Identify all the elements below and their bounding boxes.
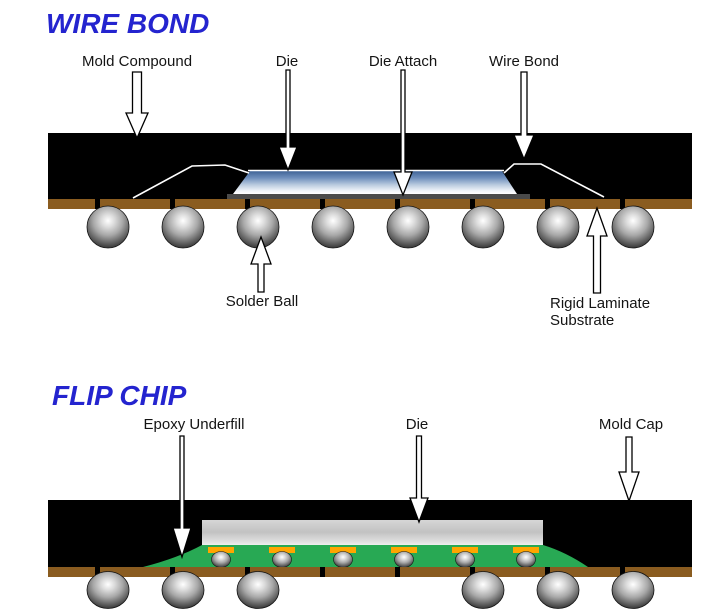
label-die-flipchip: Die	[405, 416, 429, 433]
bump-pad	[208, 547, 234, 553]
callout-arrows	[125, 69, 640, 560]
solder-ball	[536, 205, 580, 249]
epoxy-underfill-arrow	[172, 435, 192, 560]
wire-bond-arrow	[513, 71, 535, 161]
die-attach-arrow	[393, 69, 413, 197]
solder-bumps	[211, 551, 536, 568]
solder-ball	[536, 571, 580, 609]
label-epoxy-underfill: Epoxy Underfill	[143, 416, 245, 433]
die-arrow-flipchip	[409, 435, 429, 524]
solder-ball	[161, 205, 205, 249]
bump-pad	[330, 547, 356, 553]
flip-chip-title: FLIP CHIP	[52, 380, 187, 411]
solder-ball-arrow	[250, 235, 272, 293]
label-mold-compound: Mold Compound	[81, 53, 193, 70]
mold-compound-arrow	[125, 71, 149, 140]
die-shape-wirebond	[233, 171, 517, 194]
bump-pad	[513, 547, 539, 553]
bump-pad	[391, 547, 417, 553]
substrate-shape-wirebond	[48, 199, 692, 209]
solder-bump	[272, 551, 292, 568]
die-attach-shape	[227, 194, 530, 199]
solder-ball	[236, 571, 280, 609]
solder-ball	[386, 205, 430, 249]
die-arrow-wirebond	[278, 69, 298, 172]
mold-cap-arrow	[618, 436, 640, 503]
solder-ball	[461, 205, 505, 249]
solder-ball	[461, 571, 505, 609]
label-die-attach: Die Attach	[368, 53, 438, 70]
solder-bump	[394, 551, 414, 568]
bond-wire-right	[503, 163, 605, 198]
solder-bump	[516, 551, 536, 568]
label-rigid-laminate-line1: Rigid Laminate	[550, 295, 651, 312]
die-shape-flipchip	[202, 520, 543, 547]
solder-ball-row-flipchip	[86, 571, 655, 609]
solder-ball	[236, 205, 280, 249]
label-die-wirebond: Die	[275, 53, 299, 70]
solder-ball	[86, 571, 130, 609]
solder-ball	[311, 205, 355, 249]
bump-pads	[208, 547, 539, 553]
label-rigid-laminate-substrate: Rigid Laminate Substrate	[550, 295, 650, 329]
bump-pad	[269, 547, 295, 553]
wire-bond-title: WIRE BOND	[46, 8, 210, 39]
solder-bump	[333, 551, 353, 568]
label-wire-bond: Wire Bond	[488, 53, 560, 70]
solder-bump	[211, 551, 231, 568]
flip-chip-diagram	[48, 500, 692, 609]
substrate-notches	[95, 199, 625, 209]
bond-wire-left	[132, 164, 250, 199]
wire-bond-diagram	[48, 133, 692, 249]
label-solder-ball: Solder Ball	[225, 293, 299, 310]
rigid-laminate-substrate-arrow	[586, 206, 608, 294]
solder-ball	[86, 205, 130, 249]
solder-ball	[611, 571, 655, 609]
solder-ball-row-wirebond	[86, 205, 655, 249]
flip-chip-bumps	[208, 547, 539, 568]
solder-ball	[161, 571, 205, 609]
label-mold-cap: Mold Cap	[598, 416, 664, 433]
solder-bump	[455, 551, 475, 568]
solder-ball	[611, 205, 655, 249]
label-rigid-laminate-line2: Substrate	[550, 312, 615, 329]
substrate-notches	[95, 567, 625, 577]
substrate-shape-flipchip	[48, 567, 692, 577]
bump-pad	[452, 547, 478, 553]
